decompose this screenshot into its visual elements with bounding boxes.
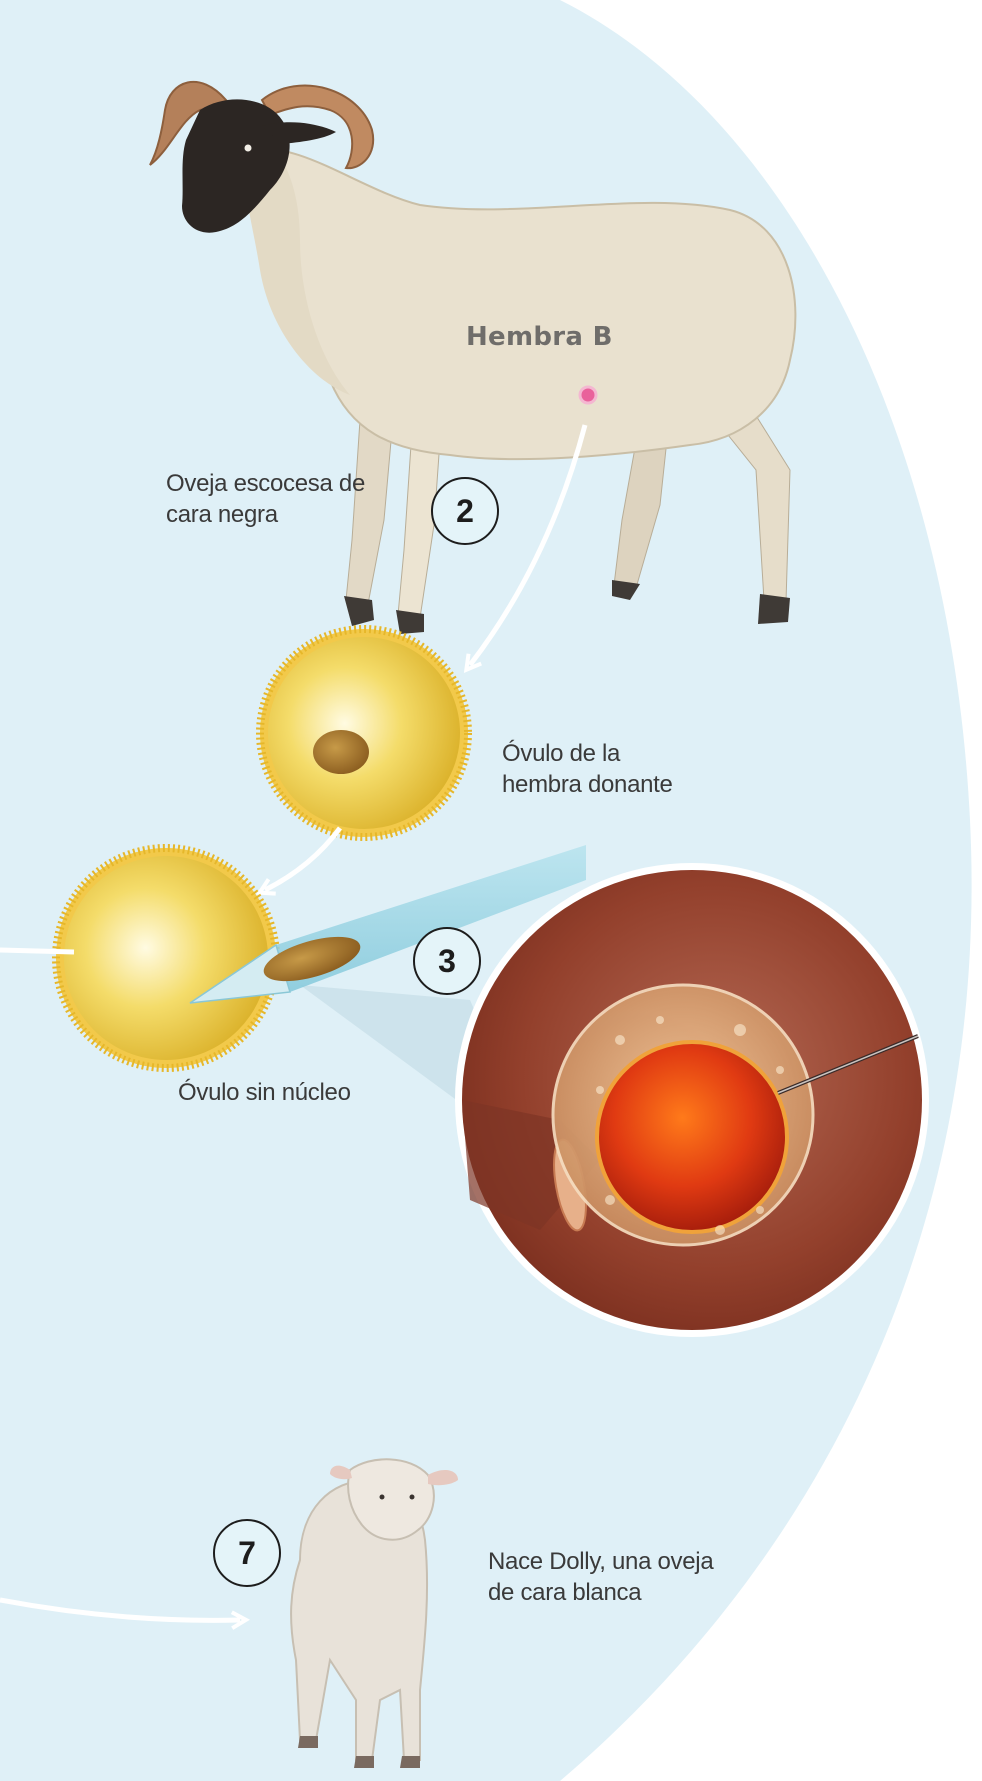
enucleated-ovum-label: Óvulo sin núcleo (178, 1077, 351, 1108)
donor-ovum-label: Óvulo de la hembra donante (502, 738, 673, 800)
ovum-source-dot (580, 387, 596, 403)
donor-ovum-label-line1: Óvulo de la (502, 738, 673, 769)
donor-ovum-label-line2: hembra donante (502, 769, 673, 800)
female-b-label: Hembra B (466, 322, 613, 352)
ovum-cell-icon (260, 629, 468, 837)
arrow-incoming-left (0, 950, 74, 952)
sheep-b-label: Oveja escocesa de cara negra (166, 468, 365, 530)
step-2-marker: 2 (431, 477, 499, 545)
sheep-b-label-line1: Oveja escocesa de (166, 468, 365, 499)
step-7-marker: 7 (213, 1519, 281, 1587)
dolly-label-line2: de cara blanca (488, 1577, 713, 1608)
dolly-label: Nace Dolly, una oveja de cara blanca (488, 1546, 713, 1608)
enucleated-ovum-icon (56, 848, 276, 1068)
magnified-cell-icon (455, 863, 929, 1337)
sheep-b-label-line2: cara negra (166, 499, 365, 530)
step-3-marker: 3 (413, 927, 481, 995)
dolly-label-line1: Nace Dolly, una oveja (488, 1546, 713, 1577)
